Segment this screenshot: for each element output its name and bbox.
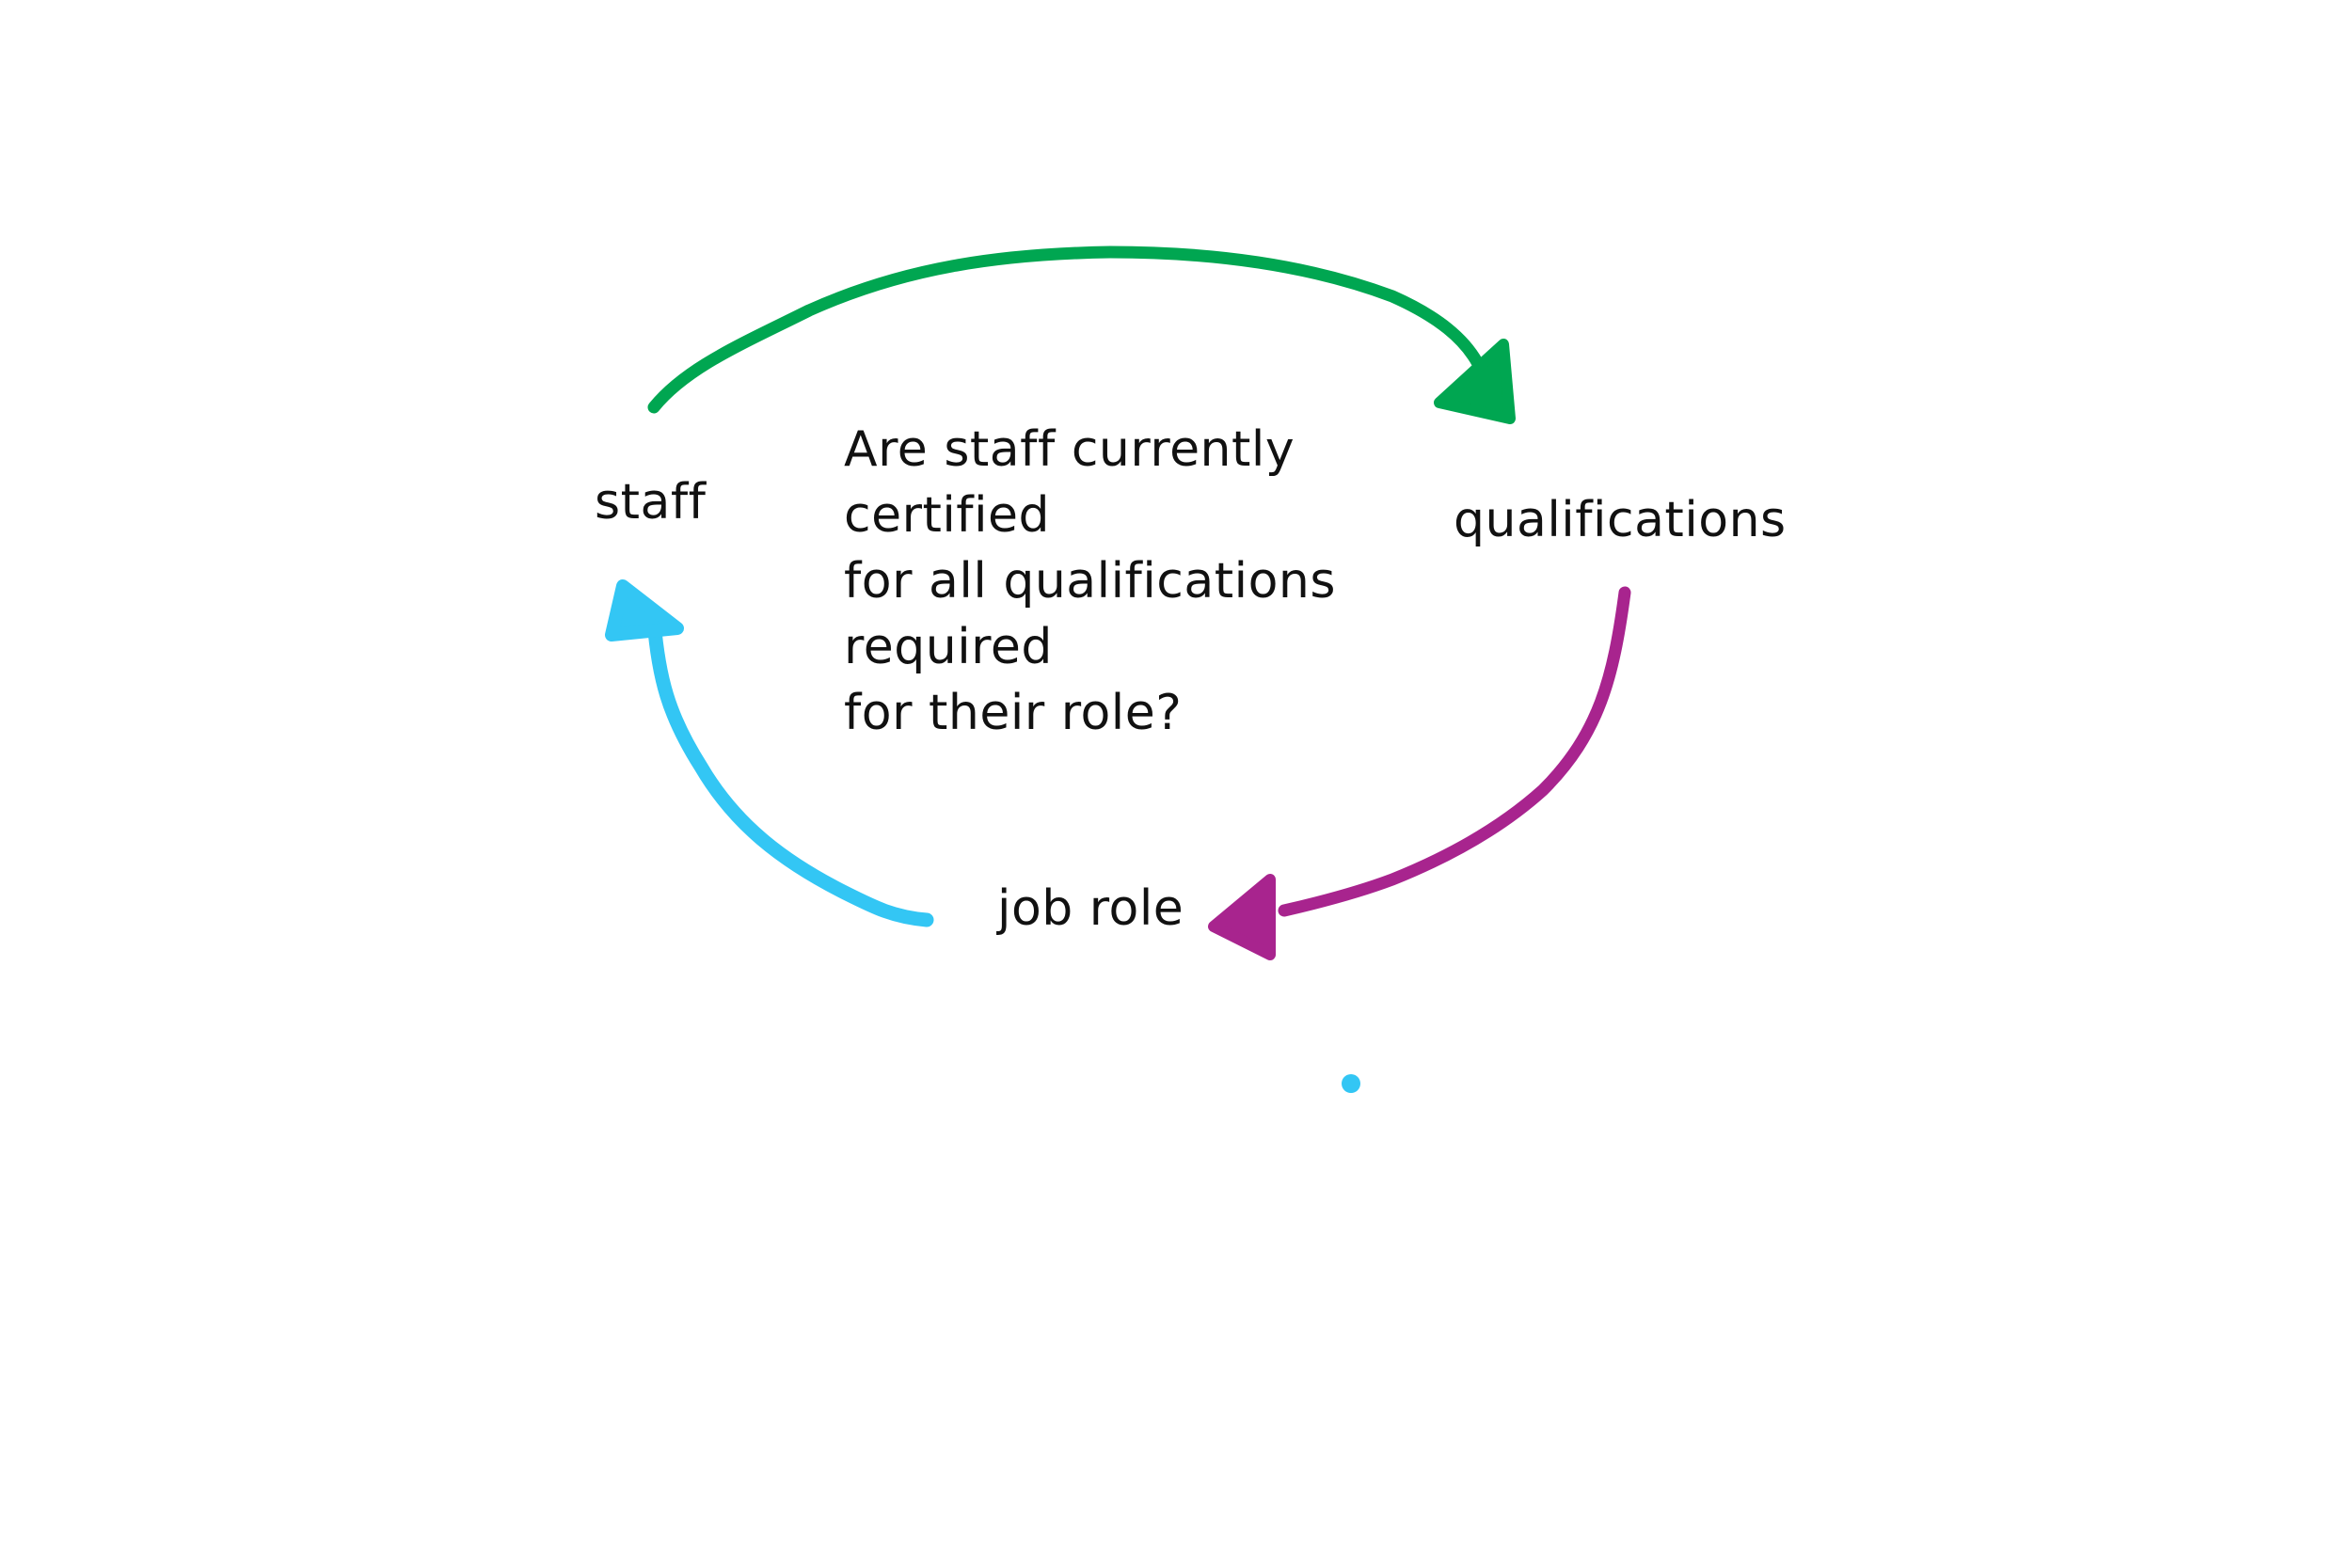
arrow-staff-to-qualifications bbox=[647, 245, 1516, 424]
arrow-job-role-to-staff-line bbox=[646, 613, 934, 927]
question-line: required bbox=[844, 619, 1053, 675]
question-line: for all qualifications bbox=[844, 553, 1336, 610]
arrow-staff-to-qualifications-head-outline bbox=[1434, 339, 1516, 424]
arrow-qualifications-to-job-role-line bbox=[1278, 586, 1631, 917]
arrow-job-role-to-staff-head-outline bbox=[605, 579, 684, 641]
node-label-job-role: job role bbox=[997, 880, 1184, 937]
arrow-job-role-to-staff bbox=[605, 579, 934, 927]
stray-dot bbox=[1342, 1074, 1360, 1093]
arrow-staff-to-qualifications-line bbox=[647, 245, 1488, 414]
arrow-qualifications-to-job-role-head-outline bbox=[1208, 874, 1276, 960]
node-label-staff: staff bbox=[595, 474, 707, 531]
question-line: Are staff currently bbox=[844, 421, 1295, 478]
arrow-qualifications-to-job-role bbox=[1208, 586, 1631, 960]
question-line: certified bbox=[844, 487, 1051, 544]
central-question: Are staff currently certified for all qu… bbox=[844, 417, 1336, 746]
arrow-staff-to-qualifications-head bbox=[1439, 344, 1510, 419]
node-label-qualifications: qualifications bbox=[1454, 492, 1787, 548]
question-line: for their role? bbox=[844, 685, 1183, 741]
